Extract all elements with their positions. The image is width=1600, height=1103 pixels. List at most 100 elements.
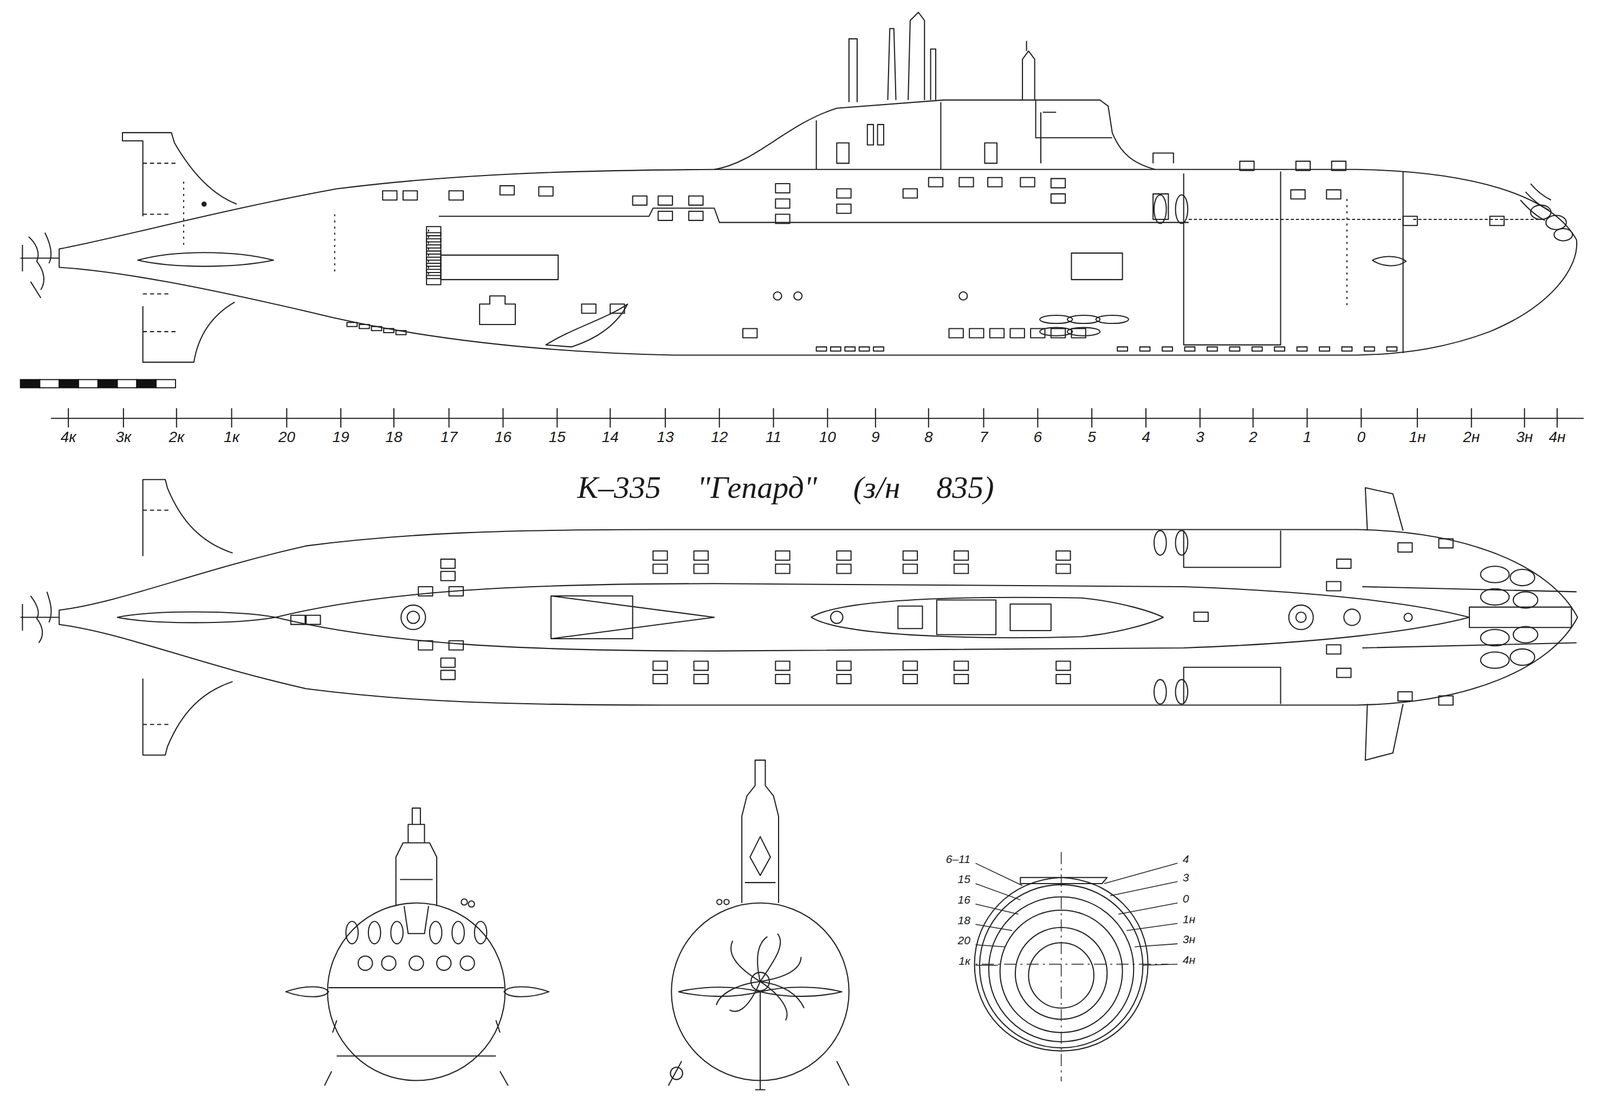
keel-strip xyxy=(844,346,855,352)
stern-end-view xyxy=(668,760,850,1090)
hatch xyxy=(1056,564,1071,574)
scale-segment xyxy=(117,379,138,388)
hatch xyxy=(775,198,790,209)
bow-end-view xyxy=(285,808,549,1086)
hatch xyxy=(418,640,433,651)
tube-opening xyxy=(460,956,475,971)
frame-scale xyxy=(50,417,1584,419)
hatch xyxy=(903,551,918,561)
section-callout: 4 xyxy=(1181,853,1191,865)
keel-strip xyxy=(816,346,827,352)
frame-tick xyxy=(340,407,342,428)
hatch xyxy=(441,559,456,569)
scale-bar xyxy=(20,379,176,388)
hatch xyxy=(538,186,553,197)
hatch xyxy=(449,640,464,651)
frame-tick xyxy=(1091,407,1093,428)
frame-tick xyxy=(1416,407,1418,428)
frame-tick xyxy=(875,407,877,428)
hatch xyxy=(948,328,963,339)
frame-number: 1к xyxy=(223,429,240,445)
frame-tick xyxy=(1471,407,1473,428)
hatch xyxy=(742,328,757,339)
hatch xyxy=(1193,612,1208,622)
leader-lines xyxy=(975,863,1178,965)
hatch xyxy=(1397,691,1412,702)
frame-tick xyxy=(1252,407,1254,428)
hatch xyxy=(903,188,918,198)
hatch xyxy=(1056,551,1071,561)
frame-tick xyxy=(448,407,450,428)
frame-number: 2н xyxy=(1462,429,1480,445)
frame-number: 19 xyxy=(332,429,349,445)
hatch xyxy=(1490,216,1505,226)
frame-number: 3н xyxy=(1516,429,1533,445)
keel-strip xyxy=(1364,346,1375,352)
frame-number: 0 xyxy=(1357,429,1366,445)
torpedo-tubes xyxy=(345,921,487,971)
frame-tick xyxy=(1360,407,1362,428)
hatch xyxy=(694,674,709,684)
hatch xyxy=(836,564,851,574)
tube-opening xyxy=(409,956,424,971)
hatch xyxy=(836,204,851,214)
hatch xyxy=(775,564,790,574)
frame-number: 7 xyxy=(979,429,989,445)
hatch xyxy=(290,615,306,625)
frame-tick xyxy=(609,407,611,428)
frame-tick xyxy=(1037,407,1039,428)
hatch xyxy=(928,177,943,187)
leader-line xyxy=(975,924,1013,931)
hatch xyxy=(775,214,790,224)
frame-tick xyxy=(1145,407,1147,428)
frame-tick xyxy=(67,407,69,428)
frame-number: 17 xyxy=(440,429,458,445)
section-callout: 0 xyxy=(1181,892,1191,905)
hatch xyxy=(632,196,647,206)
hatch xyxy=(500,185,515,196)
hatch xyxy=(581,303,596,314)
keel-strip xyxy=(396,330,407,335)
section-callout: 4н xyxy=(1181,954,1197,966)
frame-tick xyxy=(1556,407,1558,428)
hatch xyxy=(652,674,667,684)
hatch xyxy=(1336,668,1351,678)
hatch xyxy=(1056,661,1071,671)
frame-number: 11 xyxy=(765,429,782,445)
hatch xyxy=(652,564,667,574)
leader-line xyxy=(1142,964,1178,966)
hatch xyxy=(1296,161,1311,171)
scale-segment xyxy=(78,379,99,388)
hatch xyxy=(441,658,456,668)
frame-number: 4н xyxy=(1548,429,1566,445)
frame-tick xyxy=(502,407,504,428)
tube-opening xyxy=(436,956,451,971)
hatch xyxy=(1397,542,1412,553)
leader-line xyxy=(975,964,998,967)
keel-strip xyxy=(383,328,394,334)
hatch xyxy=(449,190,464,200)
hatch xyxy=(1239,161,1254,171)
hatch xyxy=(836,551,851,561)
frame-number: 18 xyxy=(385,429,403,445)
frame-number: 2к xyxy=(168,429,185,445)
top-view xyxy=(20,479,1578,761)
frame-number: 16 xyxy=(494,429,512,445)
leader-line xyxy=(975,904,1019,915)
hatch xyxy=(989,328,1004,339)
side-view xyxy=(20,12,1577,363)
hatch xyxy=(1290,189,1305,199)
top-hatches xyxy=(290,538,1454,705)
keel-strip xyxy=(1252,346,1263,352)
scale-segment xyxy=(20,379,41,388)
hatch xyxy=(954,661,969,671)
keel-strip xyxy=(873,346,884,352)
hatch xyxy=(1331,161,1346,171)
tube-opening xyxy=(345,921,359,944)
frame-tick xyxy=(1199,407,1201,428)
hatch xyxy=(1326,189,1341,199)
frame-tick xyxy=(176,407,178,428)
hatch xyxy=(1056,674,1071,684)
hatch xyxy=(1071,328,1086,339)
frame-number: 3к xyxy=(115,429,132,445)
